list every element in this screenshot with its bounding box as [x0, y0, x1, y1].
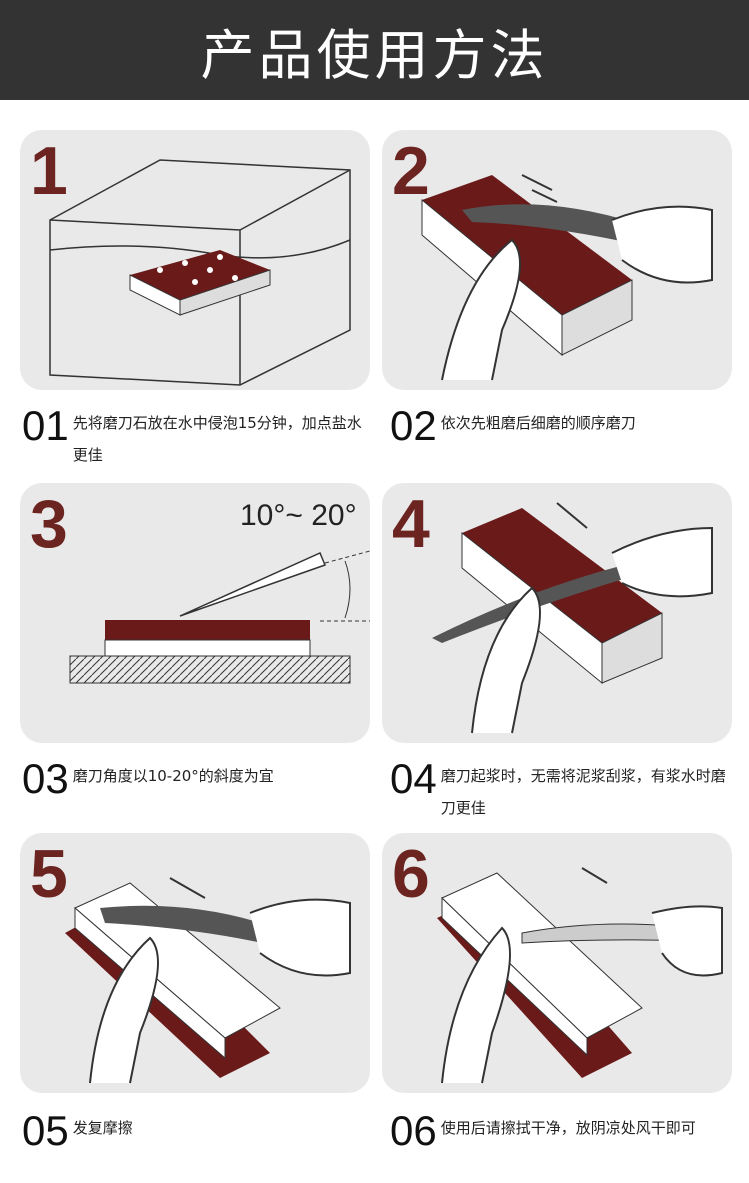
step-num: 02 [390, 402, 437, 449]
step-num: 06 [390, 1107, 437, 1154]
step-number: 3 [30, 486, 68, 562]
clean-and-dry-icon [437, 867, 723, 1084]
step-number: 6 [392, 836, 430, 912]
step-5-illustration: 5 [20, 833, 370, 1093]
step-num: 03 [22, 755, 69, 802]
step-num: 05 [22, 1107, 69, 1154]
coarse-fine-sharpening-icon [421, 174, 713, 381]
stone-soaking-icon [49, 159, 351, 386]
step-text: 磨刀起浆时，无需将泥浆刮浆，有浆水时磨刀更佳 [440, 767, 726, 817]
step-text: 发复摩擦 [72, 1119, 133, 1137]
step-num: 04 [390, 755, 437, 802]
angle-label: 10°~ 20° [240, 499, 357, 532]
step-text: 先将磨刀石放在水中侵泡15分钟，加点盐水更佳 [72, 414, 362, 464]
sharpening-angle-icon [69, 550, 370, 684]
step-text: 依次先粗磨后细磨的顺序磨刀 [440, 414, 636, 432]
step-1-illustration: 1 [20, 130, 370, 390]
repeated-rubbing-icon [65, 877, 351, 1084]
step-4-illustration: 4 [382, 483, 732, 743]
page-title: 产品使用方法 [200, 23, 549, 87]
step-text: 使用后请擦拭干净，放阴凉处风干即可 [440, 1119, 696, 1137]
step-6-illustration: 6 [382, 833, 732, 1093]
step-number: 1 [30, 133, 68, 209]
step-num: 01 [22, 402, 69, 449]
step-number: 5 [30, 836, 68, 912]
slurry-sharpening-icon [432, 502, 713, 734]
step-3-illustration: 3 10°~ 20° [20, 483, 370, 743]
step-text: 磨刀角度以10-20°的斜度为宜 [72, 767, 274, 785]
step-2-illustration: 2 [382, 130, 732, 390]
step-number: 4 [392, 486, 430, 562]
header: 产品使用方法 [0, 0, 749, 100]
step-number: 2 [392, 133, 430, 209]
